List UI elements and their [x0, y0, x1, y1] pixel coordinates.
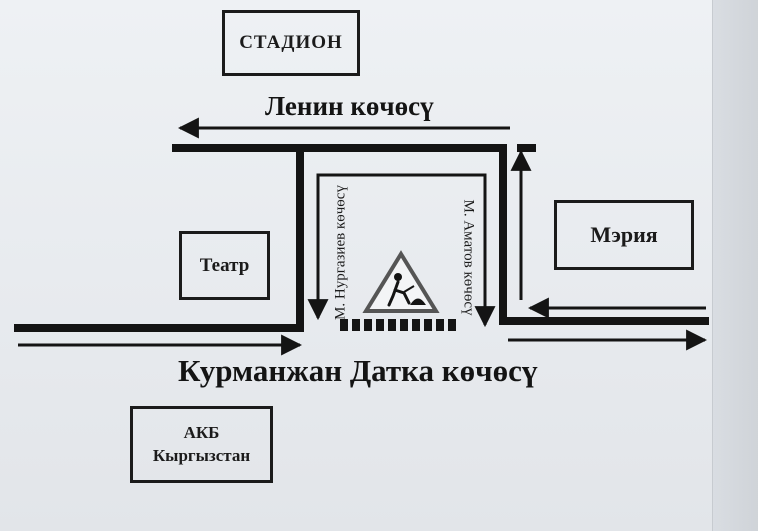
- kurmanjan-street-label: Курманжан Датка көчөсү: [178, 353, 538, 388]
- stadium-label: СТАДИОН: [239, 32, 343, 53]
- crosswalk-barrier: [340, 319, 456, 331]
- city-hall-box: Мэрия: [554, 200, 694, 270]
- nurgaziev-street-label: М. Нургазиев көчөсү: [332, 185, 349, 320]
- amatov-street-label: М. Аматов көчөсү: [460, 199, 477, 316]
- bank-box: АКБ Кыргызстан: [130, 406, 273, 483]
- lenin-street-label: Ленин көчөсү: [265, 91, 434, 121]
- sheet-edge: [712, 0, 758, 531]
- road-edge-left: [14, 144, 304, 332]
- road-outlines: [14, 144, 709, 332]
- inner-loop-arrow: [307, 173, 496, 328]
- road-works-sign-icon: [362, 250, 440, 313]
- stadium-box: СТАДИОН: [222, 10, 360, 76]
- bank-label-line2: Кыргызстан: [152, 445, 251, 465]
- city-hall-label: Мэрия: [590, 222, 658, 247]
- theatre-label: Театр: [199, 254, 250, 276]
- bank-label-line1: АКБ: [183, 422, 220, 442]
- theatre-box: Театр: [179, 231, 270, 300]
- road-edge-right: [499, 144, 709, 325]
